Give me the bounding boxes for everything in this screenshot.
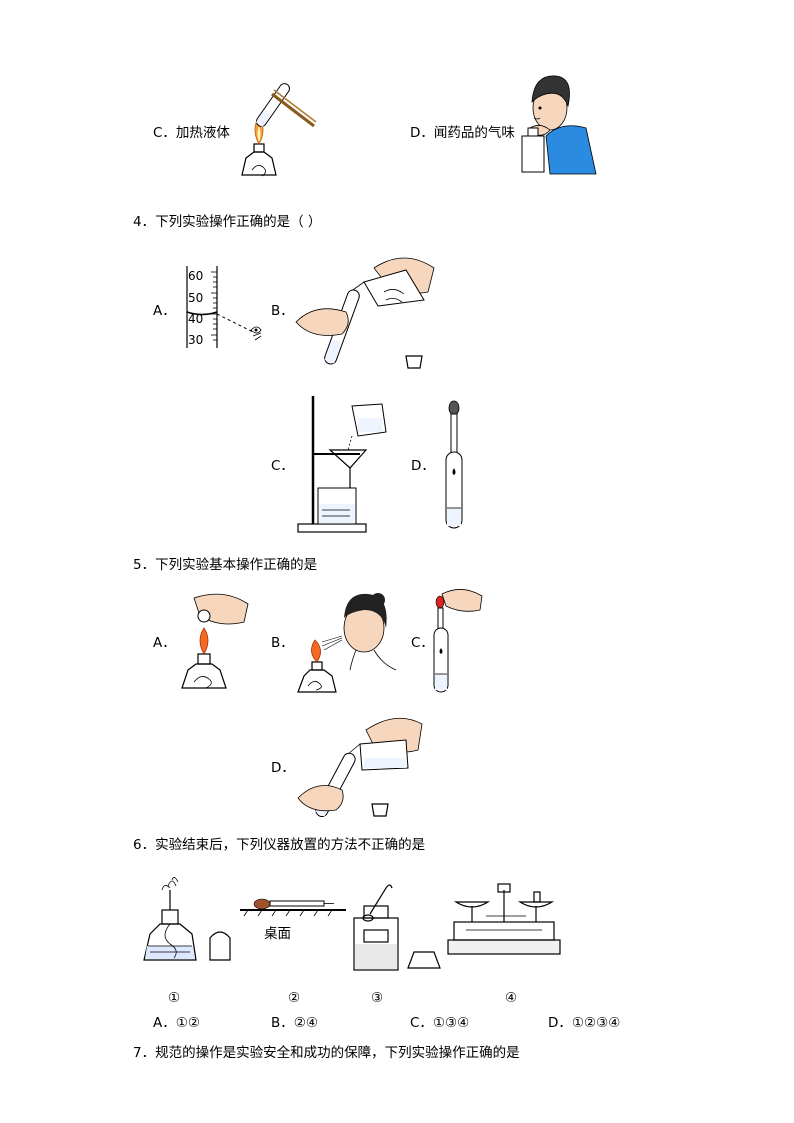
q3-option-d-label: D．闻药品的气味 <box>410 125 515 141</box>
lamp-uncapped-figure <box>143 877 231 961</box>
cylinder-reading-figure <box>186 266 262 348</box>
q7-stem: 7．规范的操作是实验安全和成功的保障，下列实验操作正确的是 <box>133 1045 520 1061</box>
q4-option-c-label: C． <box>271 458 294 474</box>
smelling-chemical-figure <box>521 75 597 175</box>
q6-stem: 6．实验结束后，下列仪器放置的方法不正确的是 <box>133 837 426 853</box>
reagent-bottle-figure <box>353 884 441 971</box>
q5-option-d-label: D． <box>271 760 295 776</box>
dropper-on-desk-figure <box>240 898 346 917</box>
q5-option-c-label: C． <box>411 635 434 651</box>
q6-answer-a[interactable]: A．①② <box>153 1015 200 1031</box>
pouring-liquid-figure <box>295 257 435 369</box>
filtration-figure <box>297 396 387 533</box>
figure-label-1: ① <box>168 990 181 1006</box>
q6-answer-d[interactable]: D．①②③④ <box>548 1015 621 1031</box>
blowing-lamp-figure <box>297 593 397 693</box>
q5-option-b-label: B． <box>271 635 294 651</box>
scale-label-60: 60 <box>188 269 204 283</box>
figure-label-3: ③ <box>371 990 384 1006</box>
q4-stem: 4．下列实验操作正确的是（ ） <box>133 214 322 230</box>
q5-option-a-label: A． <box>153 635 176 651</box>
balance-figure <box>447 883 561 955</box>
q6-answer-b[interactable]: B．②④ <box>271 1015 318 1031</box>
q5-stem: 5．下列实验基本操作正确的是 <box>133 557 318 573</box>
q4-option-a-label: A． <box>153 303 176 319</box>
figure-label-2: ② <box>288 990 301 1006</box>
q3-option-c-label: C．加热液体 <box>153 125 230 141</box>
q4-option-d-label: D． <box>411 458 435 474</box>
dropper-figure <box>445 400 463 529</box>
pouring-test-tube-figure <box>297 717 423 817</box>
dropper-test-tube-figure <box>433 589 483 693</box>
scale-label-40: 40 <box>188 312 204 326</box>
q4-option-b-label: B． <box>271 303 294 319</box>
desk-label: 桌面 <box>264 926 291 942</box>
q6-answer-c[interactable]: C．①③④ <box>410 1015 470 1031</box>
figure-label-4: ④ <box>505 990 518 1006</box>
scale-label-30: 30 <box>188 333 204 347</box>
scale-label-50: 50 <box>188 291 204 305</box>
lamp-lighting-figure <box>181 593 249 689</box>
heating-liquid-figure <box>241 83 317 177</box>
